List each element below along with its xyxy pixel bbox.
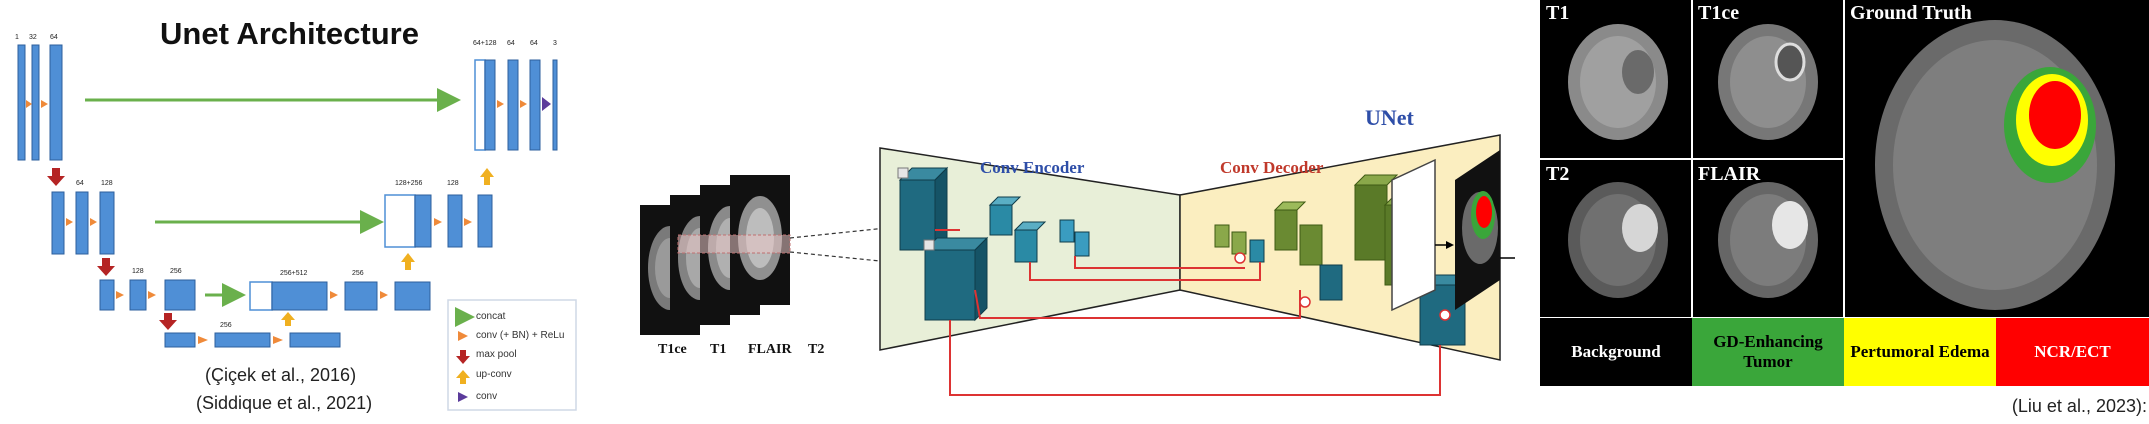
unet-architecture-title: Unet Architecture	[160, 16, 419, 51]
brats-segmentation-panel: T1 T1ce Ground Truth T2 FLAIR Background…	[1540, 0, 2149, 424]
encoder-level-1	[17, 44, 63, 161]
unet-architecture-panel: Unet Architecture	[0, 0, 610, 424]
modality-label-t1ce: T1ce	[658, 342, 687, 357]
legend-conv: conv (+ BN) + ReLu	[476, 330, 565, 341]
up-conv-arrow-3	[281, 312, 295, 326]
channel-label: 256	[170, 268, 182, 275]
mri-t2-image	[1568, 182, 1668, 298]
channel-label: 128	[132, 268, 144, 275]
bottleneck-level	[164, 332, 341, 348]
legend-conv-final: conv	[476, 391, 498, 402]
channel-label: 128	[447, 180, 459, 187]
modality-label-t1: T1	[710, 342, 727, 357]
encoder-blocks	[897, 166, 1090, 322]
label-t1ce: T1ce	[1698, 2, 1740, 24]
channel-label: 64	[530, 40, 538, 47]
channel-label: 64	[50, 34, 58, 41]
unet-legend	[447, 299, 577, 411]
up-conv-arrow-1	[480, 168, 494, 185]
mri-t1ce-image	[1718, 24, 1818, 140]
max-pool-arrow-2	[97, 258, 115, 276]
decoder-level-3	[249, 281, 431, 311]
channel-label: 32	[29, 34, 37, 41]
citation-cicek: (Çiçek et al., 2016)	[205, 365, 357, 385]
decoder-level-1	[474, 59, 558, 151]
mri-flair-image	[1718, 182, 1818, 298]
channel-label: 128	[101, 180, 113, 187]
modality-label-flair: FLAIR	[748, 342, 792, 357]
label-flair: FLAIR	[1698, 163, 1761, 185]
mri-input-stack	[640, 175, 791, 335]
channel-label: 256+512	[280, 270, 308, 277]
encoder-level-2	[51, 191, 115, 255]
channel-label: 3	[553, 40, 557, 47]
channel-label: 64+128	[473, 40, 497, 47]
legend-background: Background	[1540, 318, 1692, 386]
decoder-level-2	[384, 194, 493, 248]
modality-label-t2: T2	[808, 342, 825, 357]
up-conv-arrow-2	[401, 253, 415, 270]
ground-truth-image	[1875, 20, 2115, 310]
conv-encoder-label: Conv Encoder	[980, 158, 1085, 177]
channel-label: 256	[220, 322, 232, 329]
channel-label: 64	[507, 40, 515, 47]
legend-up-conv: up-conv	[476, 369, 512, 380]
legend-concat: concat	[476, 311, 506, 322]
citation-siddique: (Siddique et al., 2021)	[196, 393, 373, 413]
max-pool-arrow-3	[159, 313, 177, 330]
encoder-level-3	[99, 279, 196, 311]
legend-max-pool: max pool	[476, 349, 517, 360]
label-t1: T1	[1546, 2, 1570, 24]
label-t2: T2	[1546, 163, 1570, 185]
unet-label: UNet	[1365, 105, 1414, 130]
unet-architecture-diagram	[17, 44, 577, 411]
channel-label: 256	[352, 270, 364, 277]
channel-label: 1	[15, 34, 19, 41]
conv-decoder-label: Conv Decoder	[1220, 158, 1324, 177]
citation-liu: (Liu et al., 2023):	[2011, 396, 2147, 416]
mri-t1-image	[1568, 24, 1668, 140]
channel-label: 64	[76, 180, 84, 187]
output-segmentation	[1391, 150, 1500, 312]
legend-peritumoral-edema: Pertumoral Edema	[1844, 318, 1996, 386]
max-pool-arrow-1	[47, 168, 65, 186]
legend-gd-enhancing-tumor: GD-Enhancing Tumor	[1692, 318, 1844, 386]
channel-label: 128+256	[395, 180, 423, 187]
label-ground-truth: Ground Truth	[1850, 2, 1972, 24]
legend-ncr-ect: NCR/ECT	[1996, 318, 2149, 386]
